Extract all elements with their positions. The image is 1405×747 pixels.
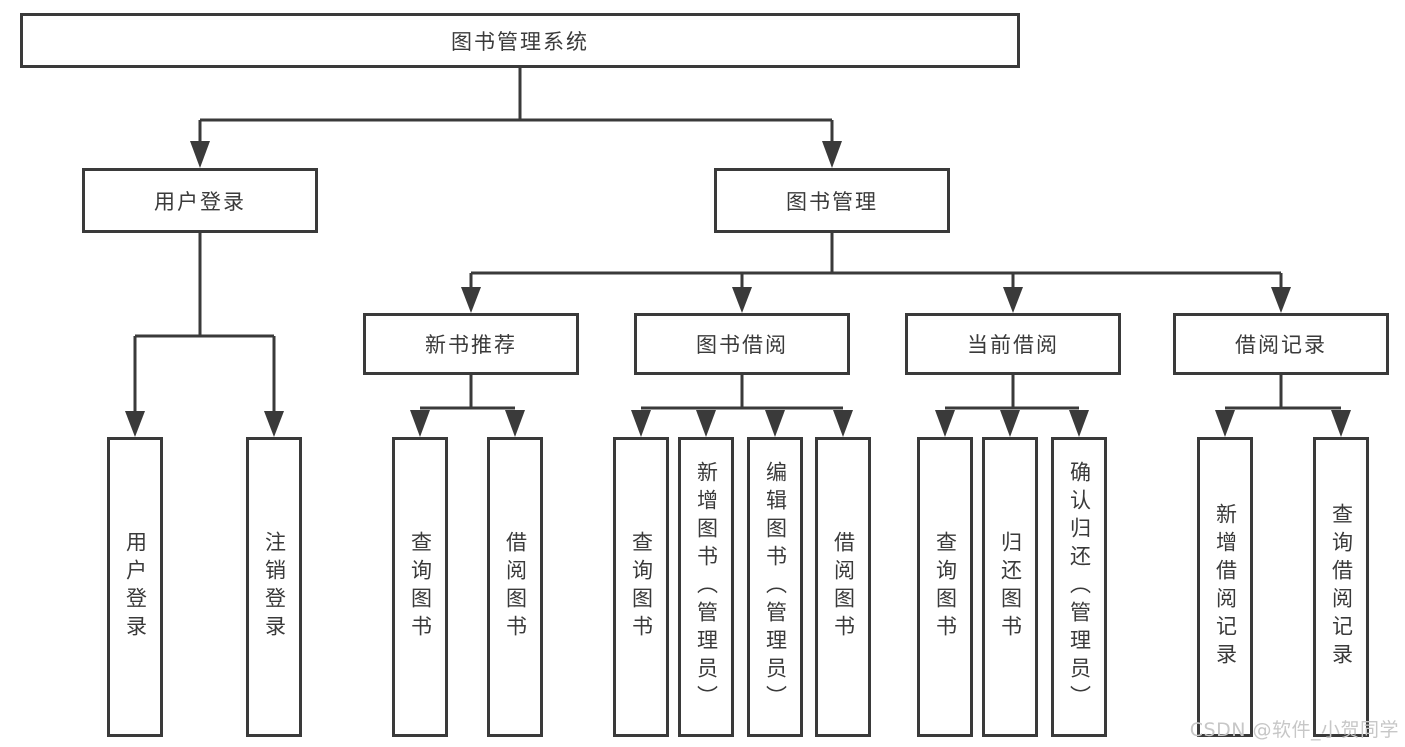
csdn-watermark: CSDN @软件_小贺同学 (1189, 719, 1399, 741)
node-book-management: 图书管理 (714, 168, 950, 233)
leaf-add-books-admin: 新增图书（管理员） (678, 437, 734, 737)
node-current-borrowing: 当前借阅 (905, 313, 1121, 375)
leaf-query-books-recommend: 查询图书 (392, 437, 448, 737)
node-label: 借阅图书 (503, 531, 528, 643)
node-user-login: 用户登录 (82, 168, 318, 233)
leaf-query-borrow-record: 查询借阅记录 (1313, 437, 1369, 737)
node-label: 新书推荐 (425, 333, 517, 357)
leaf-edit-books-admin: 编辑图书（管理员） (747, 437, 803, 737)
node-label: 借阅图书 (831, 531, 856, 643)
leaf-query-books-borrowing: 查询图书 (613, 437, 669, 737)
node-label: 用户登录 (154, 189, 246, 214)
leaf-user-login: 用户登录 (107, 437, 163, 737)
node-label: 查询借阅记录 (1329, 503, 1354, 671)
node-label: 注销登录 (262, 531, 287, 643)
leaf-borrow-books-recommend: 借阅图书 (487, 437, 543, 737)
node-book-borrowing: 图书借阅 (634, 313, 850, 375)
node-label: 图书借阅 (696, 333, 788, 357)
leaf-borrow-books-borrowing: 借阅图书 (815, 437, 871, 737)
leaf-confirm-return-admin: 确认归还（管理员） (1051, 437, 1107, 737)
node-label: 归还图书 (998, 531, 1023, 643)
node-label: 新增图书（管理员） (694, 461, 719, 713)
node-label: 借阅记录 (1235, 333, 1327, 357)
node-label: 查询图书 (408, 531, 433, 643)
node-new-book-recommend: 新书推荐 (363, 313, 579, 375)
node-label: 图书管理 (786, 189, 878, 214)
node-label: 查询图书 (933, 531, 958, 643)
node-label: 新增借阅记录 (1213, 503, 1238, 671)
leaf-return-books: 归还图书 (982, 437, 1038, 737)
node-label: 用户登录 (123, 531, 148, 643)
leaf-logout-login: 注销登录 (246, 437, 302, 737)
node-label: 图书管理系统 (451, 29, 589, 54)
node-label: 查询图书 (629, 531, 654, 643)
node-label: 确认归还（管理员） (1067, 461, 1092, 713)
leaf-query-books-current: 查询图书 (917, 437, 973, 737)
node-library-management-system: 图书管理系统 (20, 13, 1020, 68)
node-borrowing-records: 借阅记录 (1173, 313, 1389, 375)
leaf-add-borrow-record: 新增借阅记录 (1197, 437, 1253, 737)
node-label: 编辑图书（管理员） (763, 461, 788, 713)
node-label: 当前借阅 (967, 333, 1059, 357)
